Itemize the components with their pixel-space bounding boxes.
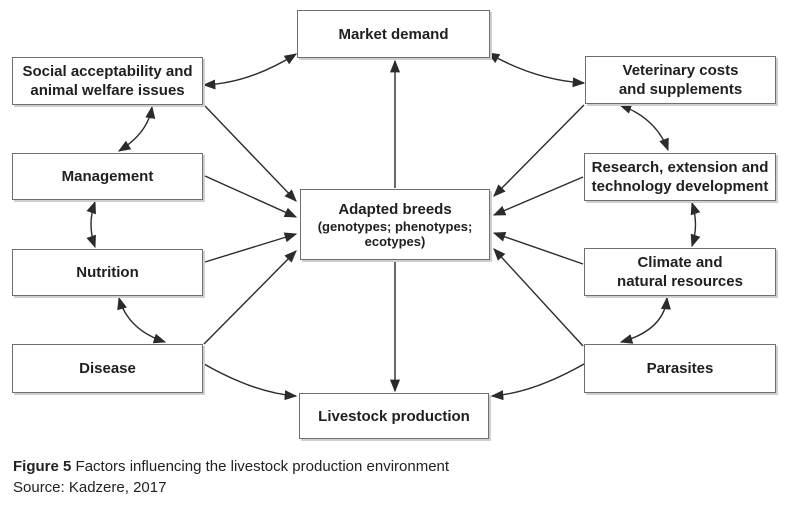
arrow-layer xyxy=(86,52,701,401)
node-management: Management xyxy=(12,153,203,200)
arrow-disease-adapted xyxy=(203,250,297,345)
arrow-social-management xyxy=(117,105,156,152)
arrow-social-adapted xyxy=(204,105,297,202)
caption-figure-label: Figure 5 xyxy=(13,458,72,475)
arrow-parasites-adapted xyxy=(493,248,584,347)
node-climate: Climate and natural resources xyxy=(584,248,776,296)
arrow-nutrition-disease xyxy=(117,296,167,344)
node-livestock-production: Livestock production xyxy=(299,393,489,439)
node-label: Nutrition xyxy=(76,264,139,281)
arrow-research-adapted xyxy=(492,176,584,216)
caption-figure-text: Factors influencing the livestock produc… xyxy=(71,458,450,475)
node-social-acceptability: Social acceptability and animal welfare … xyxy=(12,57,203,105)
arrow-disease-livestock xyxy=(203,363,298,401)
arrow-veterinary-research xyxy=(618,104,669,152)
node-label: Market demand xyxy=(338,25,449,43)
arrow-market-veterinary xyxy=(486,52,586,88)
caption-line: Figure 5 Factors influencing the livesto… xyxy=(13,456,449,477)
arrow-social-market xyxy=(202,53,298,90)
node-sublabel: (genotypes; phenotypes; ecotypes) xyxy=(317,219,473,249)
node-disease: Disease xyxy=(12,344,203,393)
node-label: Livestock production xyxy=(318,407,470,425)
node-market-demand: Market demand xyxy=(297,10,490,58)
arrow-research-climate xyxy=(690,201,701,248)
node-parasites: Parasites xyxy=(584,344,776,393)
node-label: Parasites xyxy=(646,360,714,377)
node-adapted-breeds: Adapted breeds (genotypes; phenotypes; e… xyxy=(300,189,490,260)
node-label: Social acceptability and animal welfare … xyxy=(22,63,193,99)
node-nutrition: Nutrition xyxy=(12,249,203,296)
node-label: Management xyxy=(61,168,154,185)
node-label: Adapted breeds xyxy=(338,201,452,218)
arrow-climate-adapted xyxy=(492,231,584,265)
node-label: Disease xyxy=(79,360,136,377)
node-label: Veterinary costs and supplements xyxy=(618,62,743,98)
node-research: Research, extension and technology devel… xyxy=(584,153,776,201)
caption-source: Source: Kadzere, 2017 xyxy=(13,479,167,496)
arrow-parasites-livestock xyxy=(490,363,585,401)
arrow-nutrition-adapted xyxy=(204,232,298,263)
arrow-veterinary-adapted xyxy=(493,104,585,197)
node-veterinary-costs: Veterinary costs and supplements xyxy=(585,56,776,104)
arrow-management-nutrition xyxy=(86,200,96,249)
node-label: Research, extension and technology devel… xyxy=(591,159,769,195)
arrow-management-adapted xyxy=(204,175,298,218)
arrow-climate-parasites xyxy=(619,296,671,344)
figure-caption: Figure 5 Factors influencing the livesto… xyxy=(13,456,449,498)
node-label: Climate and natural resources xyxy=(617,254,743,290)
